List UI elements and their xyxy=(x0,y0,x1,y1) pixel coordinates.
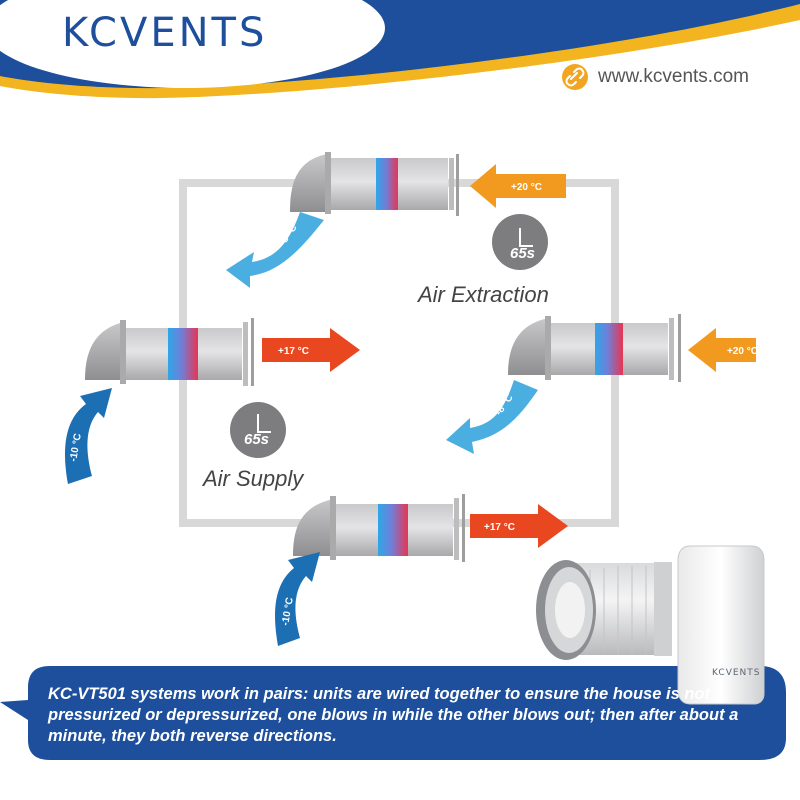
temp-top-in: +20 °C xyxy=(511,182,542,193)
temp-bottom-intake: -10 °C xyxy=(280,597,296,627)
arrow-bottom-intake: -10 °C xyxy=(275,552,320,646)
device-photo xyxy=(536,545,765,705)
link-icon xyxy=(562,64,588,90)
unit-left xyxy=(85,318,254,386)
arrow-left-intake: -10 °C xyxy=(65,388,112,484)
temp-left-out: +17 °C xyxy=(278,346,309,357)
unit-right xyxy=(508,314,681,382)
arrow-top-exhaust: -8 °C xyxy=(226,212,324,288)
timer-label-bottom: 65s xyxy=(244,431,270,448)
unit-bottom xyxy=(293,494,465,562)
device-brand-mark: KCVENTS xyxy=(712,668,761,678)
timer-label-top: 65s xyxy=(510,245,536,262)
arrow-bottom-out: +17 °C xyxy=(470,504,568,548)
timer-clock-icon-top xyxy=(492,214,548,270)
website-link[interactable]: www.kcvents.com xyxy=(598,66,749,87)
temp-bottom-out: +17 °C xyxy=(484,522,515,533)
caption-text: KC-VT501 systems work in pairs: units ar… xyxy=(48,685,739,745)
timer-clock-icon-bottom xyxy=(230,402,286,458)
logo-cloud xyxy=(0,0,385,88)
arrow-top-in: +20 °C xyxy=(470,164,566,208)
arrow-left-out: +17 °C xyxy=(262,328,360,372)
arrow-right-in: +20 °C xyxy=(688,328,758,372)
label-air-extraction: Air Extraction xyxy=(418,282,549,307)
caption-bubble xyxy=(0,666,786,760)
arrow-right-exhaust: -8 °C xyxy=(446,380,538,454)
temp-left-intake: -10 °C xyxy=(68,433,84,463)
label-air-supply: Air Supply xyxy=(203,466,304,491)
unit-top xyxy=(290,152,459,216)
brand-logo: KCVENTS xyxy=(62,10,268,56)
temp-right-in: +20 °C xyxy=(727,346,758,357)
